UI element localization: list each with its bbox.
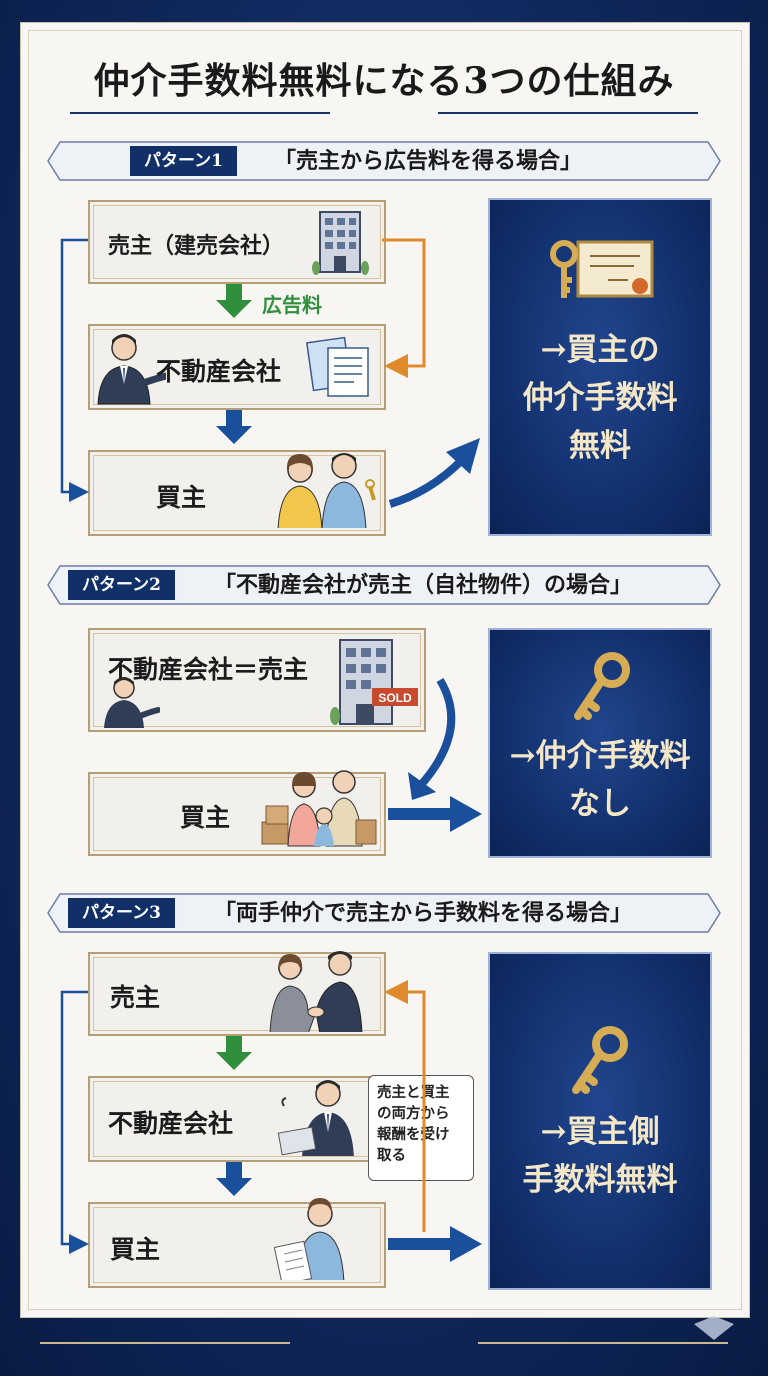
p1-buyer-label: 買主 xyxy=(156,483,207,512)
p3-note-bubble: 売主と買主 の両方から 報酬を受け 取る xyxy=(368,1075,474,1181)
pattern-2-banner: パターン2 「不動産会社が売主（自社物件）の場合」 xyxy=(46,564,722,606)
p2-buyer-box: 買主 xyxy=(88,770,386,856)
p1-result-line-3: 無料 xyxy=(569,428,631,464)
p3-result-line-1: →買主側 xyxy=(540,1114,660,1150)
pattern-3-banner: パターン3 「両手仲介で売主から手数料を得る場合」 xyxy=(46,892,722,934)
p3-result-panel: →買主側 手数料無料 xyxy=(488,952,712,1290)
building-icon xyxy=(312,211,369,275)
p3-agent-box: 不動産会社 xyxy=(88,1076,386,1162)
p1-result-panel: →買主の 仲介手数料 無料 xyxy=(488,198,712,536)
note-line-3: 報酬を受け xyxy=(377,1126,450,1143)
note-line-4: 取る xyxy=(377,1147,406,1164)
banner-frame xyxy=(47,565,721,605)
title-underline-right xyxy=(438,112,698,114)
p2-curve-arrowhead xyxy=(408,772,436,800)
p3-seller-box: 売主 xyxy=(88,951,386,1036)
pattern-1-tag: パターン1 xyxy=(130,146,237,176)
p3-buyer-box: 買主 xyxy=(88,1198,386,1288)
certificate-icon xyxy=(550,240,654,298)
p1-green-down-arrow xyxy=(216,284,252,318)
p2-curve-down xyxy=(417,677,456,789)
pattern-3-tag: パターン3 xyxy=(68,898,175,928)
pattern-3-title: 「両手仲介で売主から手数料を得る場合」 xyxy=(214,900,633,926)
p3-right-arrow xyxy=(388,1226,482,1262)
sold-sign: SOLD xyxy=(378,691,412,705)
p2-buyer-label: 買主 xyxy=(180,803,231,832)
p1-agent-label: 不動産会社 xyxy=(156,357,282,386)
p2-seller-label: 不動産会社＝売主 xyxy=(108,655,309,684)
p3-seller-label: 売主 xyxy=(110,983,161,1012)
businessman-icon xyxy=(104,677,160,728)
document-icon xyxy=(306,336,369,397)
building-icon: SOLD xyxy=(330,639,418,725)
p1-curve-to-result xyxy=(388,457,465,508)
p2-result-panel: →仲介手数料 なし xyxy=(488,628,712,858)
businessman-icon xyxy=(97,334,166,405)
pattern-1-title: 「売主から広告料を得る場合」 xyxy=(274,148,583,174)
p1-ad-fee-label: 広告料 xyxy=(262,293,322,317)
handshake-icon xyxy=(269,951,363,1032)
p2-result-line-2: なし xyxy=(569,786,631,822)
pattern-2-title: 「不動産会社が売主（自社物件）の場合」 xyxy=(214,572,633,598)
bottom-rule-right xyxy=(478,1342,728,1344)
buyer-reading-icon xyxy=(273,1198,345,1280)
p1-buyer-box: 買主 xyxy=(88,450,386,536)
p3-agent-label: 不動産会社 xyxy=(108,1109,234,1138)
pattern-1-banner: パターン1 「売主から広告料を得る場合」 xyxy=(46,140,722,182)
key-icon xyxy=(550,240,578,298)
page-title: 仲介手数料無料になる3つの仕組み xyxy=(93,60,675,102)
p2-seller-box: 不動産会社＝売主 SOLD xyxy=(88,628,426,732)
p1-seller-box: 売主（建売会社） xyxy=(88,200,386,284)
p3-orange-connector xyxy=(384,980,426,1232)
p3-left-connector xyxy=(60,990,89,1254)
key-icon xyxy=(574,652,630,720)
p3-result-line-2: 手数料無料 xyxy=(522,1162,678,1198)
p1-result-line-1: →買主の xyxy=(540,332,660,368)
p3-green-down-arrow xyxy=(216,1036,252,1070)
p1-curve-arrowhead xyxy=(446,438,480,474)
p3-buyer-label: 買主 xyxy=(110,1235,161,1264)
note-line-2: の両方から xyxy=(377,1105,450,1122)
pattern-2-tag: パターン2 xyxy=(68,570,175,600)
banner-frame xyxy=(47,893,721,933)
note-line-1: 売主と買主 xyxy=(377,1084,450,1101)
p2-right-arrow xyxy=(388,796,482,832)
p1-result-line-2: 仲介手数料 xyxy=(522,380,678,416)
p1-seller-label: 売主（建売会社） xyxy=(108,233,285,259)
p2-result-line-1: →仲介手数料 xyxy=(509,738,691,774)
bottom-rule-left xyxy=(40,1342,290,1344)
businessman-icon xyxy=(277,1080,354,1156)
p1-orange-connector xyxy=(382,238,426,378)
family-icon xyxy=(277,453,376,528)
p1-left-connector xyxy=(60,238,89,502)
family-icon xyxy=(261,770,377,847)
sparkle-icon xyxy=(694,1316,734,1340)
p3-blue-down-arrow xyxy=(216,1162,252,1196)
title-underline-left xyxy=(70,112,330,114)
p1-agent-box: 不動産会社 xyxy=(88,324,386,410)
p1-blue-down-arrow xyxy=(216,410,252,444)
key-icon xyxy=(572,1026,628,1094)
